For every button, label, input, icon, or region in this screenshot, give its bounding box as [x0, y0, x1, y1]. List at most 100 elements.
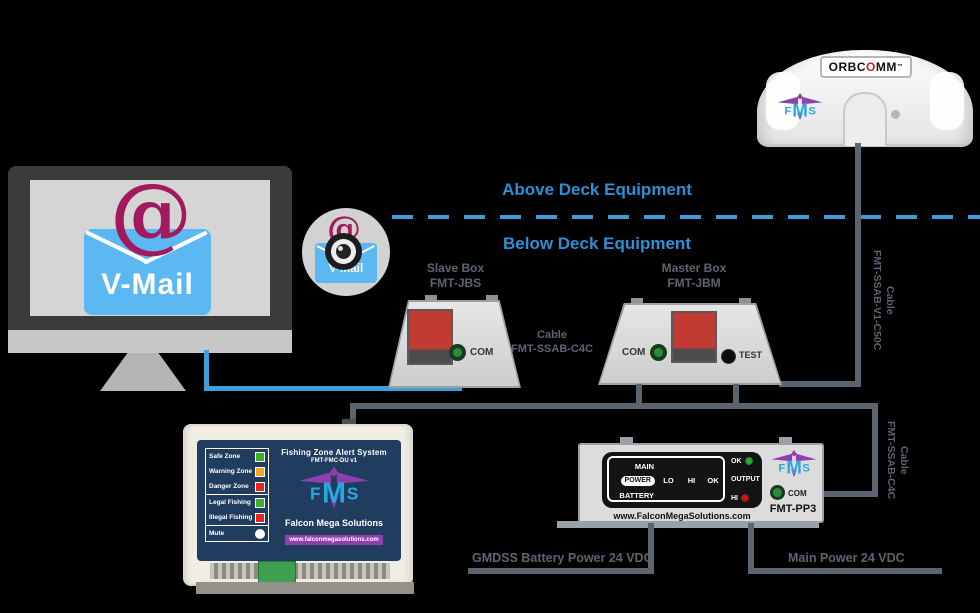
output-hi-led — [741, 494, 749, 502]
fms-letter-m: M — [322, 477, 346, 509]
above-deck-label: Above Deck Equipment — [502, 180, 692, 199]
pp3-tab-left — [620, 437, 633, 444]
zone-group-2: Legal Fishing Illegal Fishing — [205, 494, 269, 526]
camera-lens-glint — [338, 246, 343, 251]
pp3-website: www.FalconMegaSolutions.com — [613, 511, 751, 521]
slave-box-caption: Slave Box FMT-JBS — [398, 261, 513, 291]
master-box-red-switch[interactable] — [671, 311, 717, 363]
mute-button[interactable] — [255, 528, 265, 539]
slave-com-label: COM — [470, 347, 494, 358]
cable-bus-horizontal — [350, 403, 878, 409]
zone-row: Legal Fishing — [206, 495, 268, 510]
pp3-col-ok: OK — [707, 476, 719, 486]
pp3-row-main: MAIN — [634, 461, 654, 471]
zone-label: Danger Zone — [209, 483, 249, 490]
master-com-label: COM — [622, 347, 646, 358]
fms-logo-antenna: F M S — [777, 92, 823, 120]
zone-group-1: Safe Zone Warning Zone Danger Zone — [205, 448, 269, 495]
cable-part: FMT-SSAB-V1-C50C — [871, 249, 883, 351]
zone-led-red — [255, 512, 265, 523]
zone-indicator-column: Safe Zone Warning Zone Danger Zone Legal… — [205, 448, 269, 542]
fms-logo-pp3: F M S — [771, 449, 817, 477]
pp3-led-panel: MAIN POWER LO HI OK BATTERY OK OUTPUT HI — [602, 452, 762, 508]
master-test-label: TEST — [739, 350, 763, 360]
fms-letter-m: M — [792, 99, 808, 120]
zone-group-3: Mute — [205, 525, 269, 542]
slave-box-red-switch[interactable] — [407, 309, 453, 365]
gmdss-power-line — [468, 568, 654, 574]
alert-system-model: FMT-FMC-DU v1 — [311, 458, 357, 464]
main-power-line — [748, 568, 942, 574]
cable-master-left-stub — [636, 384, 642, 409]
pp3-row-battery: BATTERY — [619, 490, 654, 500]
master-test-button[interactable] — [721, 349, 736, 364]
zone-led-red — [255, 481, 265, 492]
master-box-caption: Master Box FMT-JBM — [634, 261, 754, 291]
pp3-out-ok-label: OK — [731, 457, 742, 465]
cable-label-antenna: Cable FMT-SSAB-V1-C50C — [870, 225, 896, 375]
zone-row: Danger Zone — [206, 479, 268, 494]
master-box-model: FMT-JBM — [667, 276, 721, 290]
antenna-screw-dot — [891, 110, 900, 119]
pp3-case: MAIN POWER LO HI OK BATTERY OK OUTPUT HI… — [578, 443, 824, 523]
master-box-name: Master Box — [661, 261, 727, 275]
fms-logo-alert-system: F M S — [299, 466, 369, 509]
alert-system-green-terminal — [258, 561, 296, 583]
zone-label: Mute — [209, 530, 225, 537]
zone-row: Safe Zone — [206, 449, 268, 464]
alert-system-website-banner: www.falconmegasolutions.com — [285, 535, 383, 545]
pp3-status-grid: MAIN POWER LO HI OK BATTERY — [607, 456, 725, 502]
main-power-label: Main Power 24 VDC — [788, 551, 905, 565]
pp3-out-hi-label: HI — [731, 494, 738, 502]
monitor-stand — [100, 353, 186, 391]
pp3-tab-right — [779, 437, 792, 444]
cable-drop-to-alert-system — [350, 403, 356, 430]
pp3-col-hi: HI — [687, 476, 696, 486]
below-deck-label: Below Deck Equipment — [503, 234, 691, 253]
pp3-bottom-rail — [557, 521, 819, 528]
cable-part: FMT-SSAB-C4C — [885, 420, 897, 500]
gmdss-power-label: GMDSS Battery Power 24 VDC — [472, 551, 653, 565]
pp3-model: FMT-PP3 — [769, 503, 817, 515]
zone-row: Warning Zone — [206, 464, 268, 479]
orbcomm-text-red-o: O — [866, 60, 876, 74]
zone-led-green — [255, 497, 265, 508]
cable-label-master-pp3: Cable FMT-SSAB-C4C — [884, 400, 910, 520]
deck-divider-dashed-line — [392, 215, 980, 219]
fms-letter-m: M — [786, 456, 802, 477]
alert-system-top-connector — [342, 419, 356, 428]
vmail-logo-text: V-Mail — [101, 268, 194, 301]
cable-part: FMT-SSAB-C4C — [511, 343, 593, 355]
pp3-row-power: POWER — [620, 475, 655, 486]
gmdss-power-riser — [648, 523, 654, 573]
master-box-tab-left — [631, 298, 643, 304]
cable-into-pp3-com — [820, 491, 878, 497]
pp3-com-label: COM — [788, 489, 807, 498]
fms-letter-f: F — [778, 463, 785, 475]
cable-monitor-horizontal — [204, 386, 462, 391]
alert-system-company: Falcon Mega Solutions — [284, 518, 383, 528]
fms-letter-s: S — [347, 484, 359, 504]
orbcomm-text-pre: ORBC — [828, 60, 866, 74]
master-com-connector-pin — [654, 348, 663, 357]
antenna-right-pod — [930, 72, 964, 130]
alert-system-branding: Fishing Zone Alert System FMT-FMC-DU v1 … — [271, 448, 397, 546]
zone-label: Warning Zone — [209, 468, 253, 475]
antenna-cable-notch — [843, 92, 887, 146]
cable-antenna-to-master — [779, 381, 861, 387]
fms-letter-s: S — [808, 106, 816, 118]
fms-letter-f: F — [310, 484, 321, 504]
zone-label: Safe Zone — [209, 453, 241, 460]
at-symbol: @ — [110, 166, 192, 262]
cable-label-slave-master: Cable FMT-SSAB-C4C — [500, 328, 604, 356]
alert-system-terminal-teeth — [210, 563, 390, 579]
pp3-output-section: OK OUTPUT HI — [731, 457, 761, 502]
alert-system-title: Fishing Zone Alert System — [281, 448, 387, 457]
cable-word: Cable — [898, 445, 910, 475]
slave-box-tab-left — [425, 295, 437, 301]
cable-monitor-vertical — [204, 350, 209, 391]
main-power-riser — [748, 523, 754, 573]
slave-box-model: FMT-JBS — [429, 276, 482, 290]
cable-word: Cable — [537, 329, 567, 341]
